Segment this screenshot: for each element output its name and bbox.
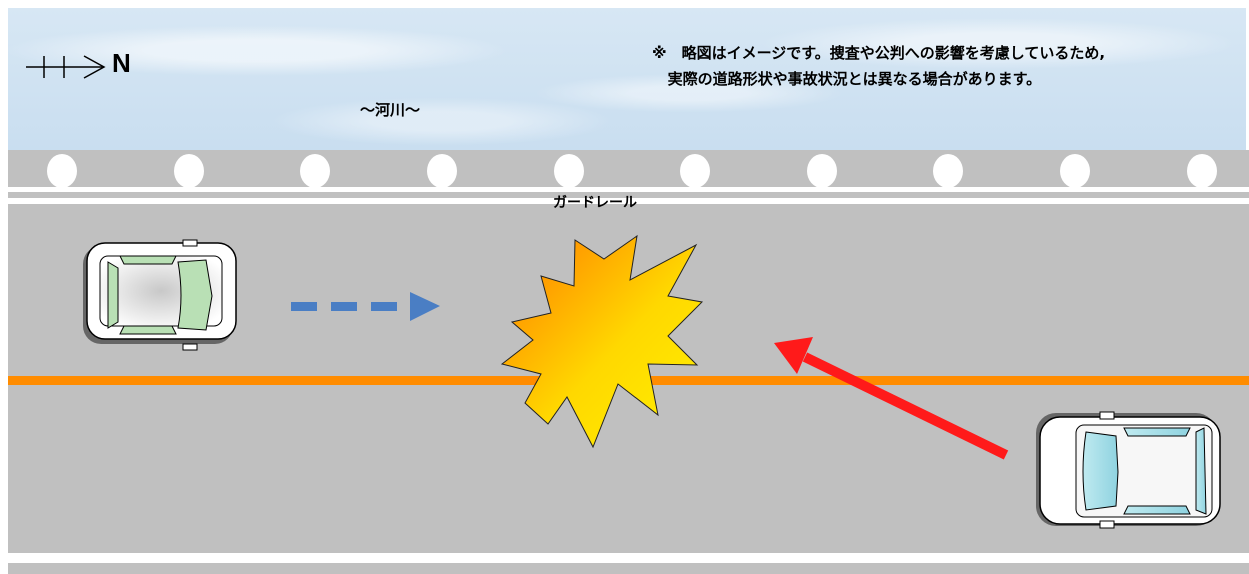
guardrail-rail — [8, 187, 1249, 192]
road-edge-line — [8, 553, 1249, 563]
disclaimer-note: ※ 略図はイメージです。捜査や公判への影響を考慮しているため, 実際の道路形状や… — [652, 40, 1105, 92]
car-icon — [1036, 411, 1221, 529]
guardrail-post — [933, 154, 963, 188]
guardrail-post — [807, 154, 837, 188]
river-area — [8, 8, 1246, 150]
guardrail-post — [1060, 154, 1090, 188]
north-label: N — [112, 48, 131, 78]
guardrail-label: ガードレール — [553, 195, 637, 211]
river-label: ～河川～ — [360, 101, 421, 119]
guardrail-post — [300, 154, 330, 188]
guardrail-post — [680, 154, 710, 188]
guardrail-post — [554, 154, 584, 188]
guardrail-rail — [8, 198, 1249, 204]
disclaimer-line-1: ※ 略図はイメージです。捜査や公判への影響を考慮しているため, — [652, 44, 1106, 62]
guardrail-post — [174, 154, 204, 188]
guardrail-post — [47, 154, 77, 188]
guardrail-post — [427, 154, 457, 188]
disclaimer-line-2: 実際の道路形状や事故状況とは異なる場合があります。 — [667, 70, 1042, 88]
car-icon — [83, 239, 237, 351]
guardrail-post — [1187, 154, 1217, 188]
